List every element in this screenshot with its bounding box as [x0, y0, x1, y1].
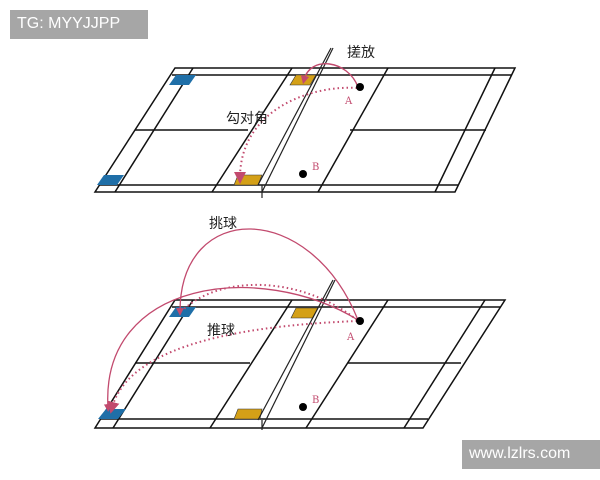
shots-top	[234, 63, 359, 184]
shot-label-tuiqiu: 推球	[207, 323, 235, 339]
shots-bottom	[103, 228, 359, 414]
player-b-top	[299, 170, 307, 178]
point-b-label-top: B	[312, 162, 319, 173]
net-top	[257, 47, 334, 198]
point-a-label-bottom: A	[346, 332, 355, 343]
shot-label-gouduijiao: 勾对角	[226, 111, 268, 127]
player-a-top	[356, 83, 364, 91]
shot-label-cuofang: 搓放	[347, 45, 375, 61]
shot-label-tiaoqiu: 挑球	[209, 216, 237, 232]
player-b-bottom	[299, 403, 307, 411]
point-a-label-top: A	[344, 96, 353, 107]
watermark-top-left: TG: MYYJJPP	[10, 10, 148, 39]
watermark-bottom-right: www.lzlrs.com	[462, 440, 600, 469]
court-bottom	[93, 299, 507, 429]
court-top	[93, 67, 517, 193]
player-a-bottom	[356, 317, 364, 325]
net-bottom	[257, 279, 336, 430]
point-b-label-bottom: B	[312, 395, 319, 406]
